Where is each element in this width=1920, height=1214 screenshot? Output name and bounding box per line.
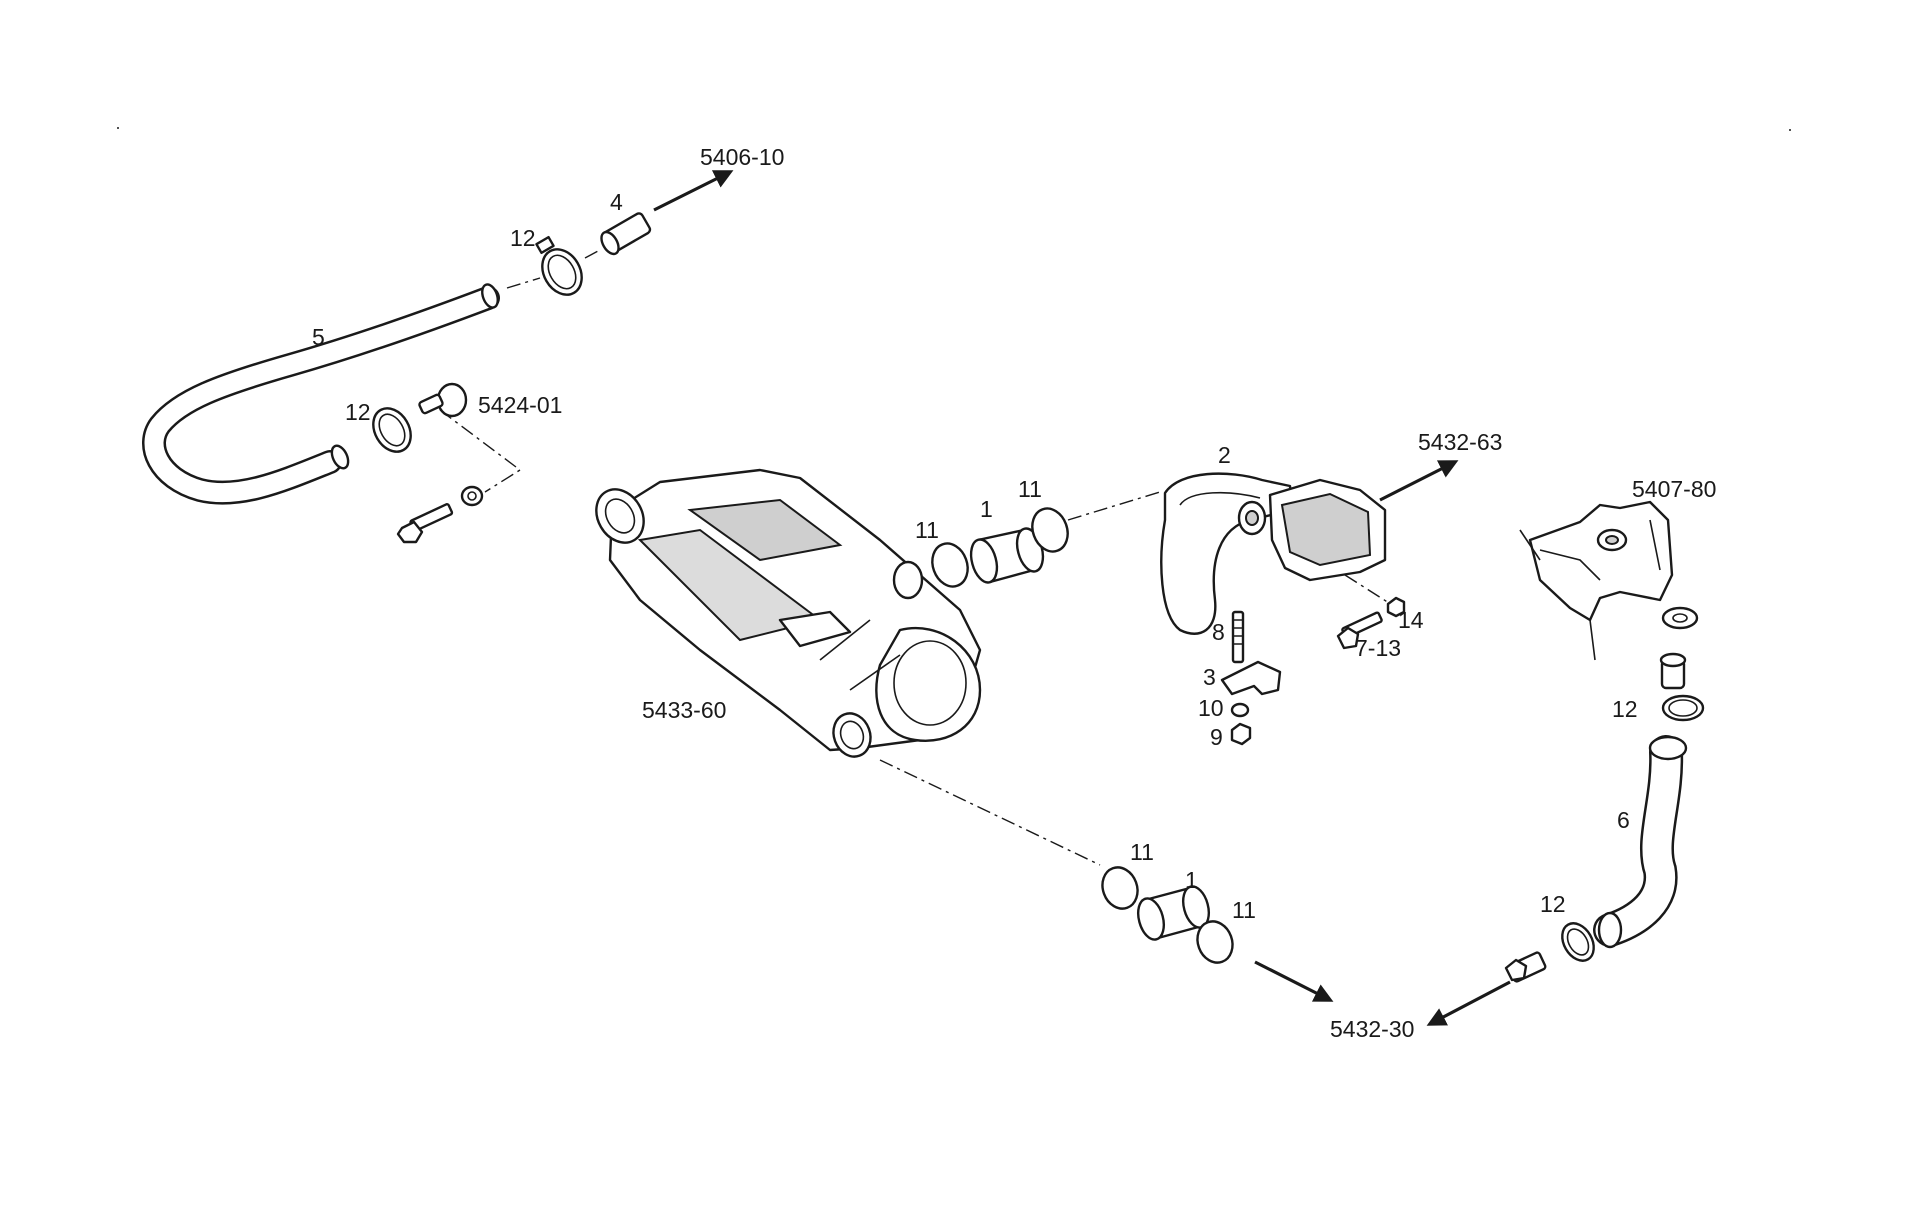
o-ring-11-upper-right (1031, 507, 1069, 553)
sleeve-1-lower (1136, 885, 1211, 941)
connector-4 (600, 212, 652, 256)
cooler-5433-60 (595, 468, 982, 758)
part-label-12-c: 12 (1612, 696, 1638, 722)
part-label-12-b: 12 (345, 399, 371, 425)
sleeve-1-upper (969, 527, 1045, 584)
nut-14 (1386, 596, 1406, 618)
fitting-right (1659, 652, 1687, 690)
part-label-11-b: 11 (1018, 476, 1042, 502)
part-label-3: 3 (1203, 664, 1216, 690)
stud-8 (1231, 610, 1245, 664)
hose-clamp-12-left (372, 407, 412, 453)
ref-label-5432-30: 5432-30 (1330, 1016, 1414, 1042)
bolt-and-washer (396, 485, 484, 544)
connector-lower-right (1504, 951, 1547, 983)
part-label-11-a: 11 (915, 517, 939, 543)
hose-6 (1593, 735, 1688, 949)
part-label-1-lower: 1 (1185, 867, 1198, 893)
sensor-5424-01 (418, 382, 468, 418)
bracket-3 (1220, 660, 1282, 696)
part-label-2: 2 (1218, 442, 1231, 468)
washer-right (1661, 606, 1699, 630)
hose-clamp-12-upper (535, 235, 583, 296)
part-label-4: 4 (610, 189, 623, 215)
part-label-1-upper: 1 (980, 496, 993, 522)
ref-label-5433-60: 5433-60 (642, 697, 726, 723)
part-label-7-13: 7-13 (1355, 635, 1401, 661)
part-label-11-c: 11 (1130, 839, 1154, 865)
part-label-12-a: 12 (510, 225, 536, 251)
hose-clamp-12-right-lower (1561, 922, 1595, 962)
nut-9 (1230, 722, 1252, 746)
hose-5 (142, 283, 500, 505)
ref-label-5406-10: 5406-10 (700, 144, 784, 170)
part-label-11-d: 11 (1232, 897, 1256, 923)
o-ring-11-lower-left (1101, 866, 1139, 910)
part-label-9: 9 (1210, 724, 1223, 750)
ref-label-5424-01: 5424-01 (478, 392, 562, 418)
part-label-12-d: 12 (1540, 891, 1566, 917)
ref-label-5407-80: 5407-80 (1632, 476, 1716, 502)
part-label-8: 8 (1212, 619, 1225, 645)
part-label-5: 5 (312, 324, 325, 350)
part-label-14: 14 (1398, 607, 1424, 633)
part-label-6: 6 (1617, 807, 1630, 833)
hose-clamp-12-right-upper (1661, 694, 1705, 722)
thermostat-housing-2 (1160, 472, 1387, 635)
o-ring-11-upper-left (931, 542, 969, 588)
washer-10 (1230, 702, 1250, 718)
part-label-10: 10 (1198, 695, 1224, 721)
bolt-7-13 (1336, 611, 1383, 650)
engine-block-5407-80 (1519, 500, 1674, 661)
o-ring-11-lower-right (1196, 920, 1234, 964)
ref-label-5432-63: 5432-63 (1418, 429, 1502, 455)
